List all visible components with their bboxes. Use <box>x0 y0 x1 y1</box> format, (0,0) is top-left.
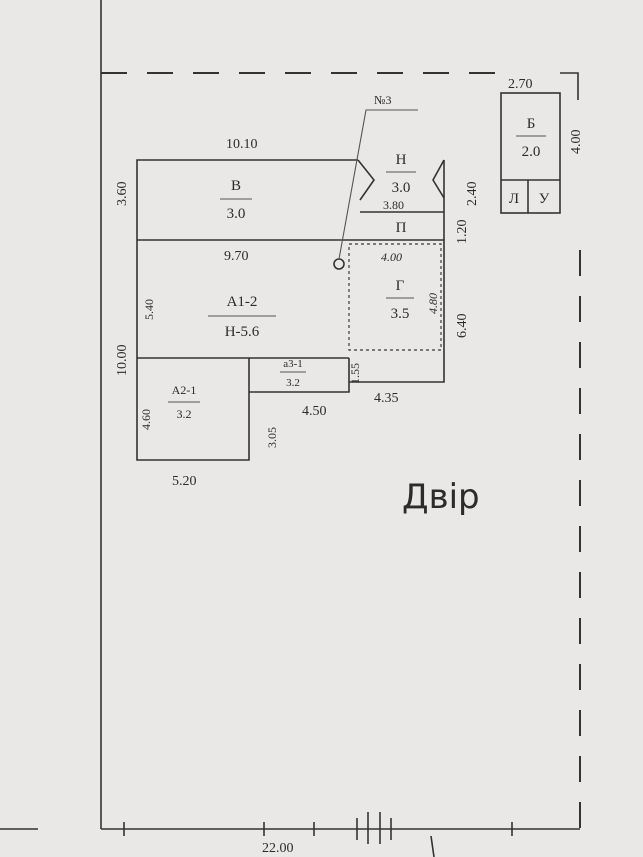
dim-b-width: 2.70 <box>508 77 533 92</box>
tick <box>430 835 435 857</box>
dim-b-height: 4.00 <box>569 130 584 155</box>
dim-a1-left: 10.00 <box>115 345 130 377</box>
building-n-value: 3.0 <box>392 180 411 196</box>
annex-a3-value: 3.2 <box>286 377 300 389</box>
building-n-letter: Н <box>396 152 407 168</box>
building-g-outline <box>348 243 442 351</box>
dim-a2-bottom: 5.20 <box>172 474 197 489</box>
dim-g-bottom: 4.35 <box>374 391 399 406</box>
yard-label: Двір <box>402 477 480 517</box>
building-v-value: 3.0 <box>227 206 246 222</box>
building-b-letter: Б <box>527 116 536 132</box>
building-a2: А2-1 3.2 4.60 5.20 <box>136 358 250 489</box>
building-v: В 3.0 10.10 3.60 <box>115 137 358 240</box>
lot-boundary: 22.00 <box>0 0 581 857</box>
building-a2-value: 3.2 <box>177 407 192 421</box>
building-n: Н 3.0 3.80 П 2.40 1.20 <box>357 152 480 245</box>
building-v-outline <box>136 159 358 240</box>
building-g: Г 3.5 4.00 4.80 6.40 4.35 <box>348 243 470 406</box>
building-u-letter: У <box>539 191 550 207</box>
dim-a1-top: 9.70 <box>224 249 249 264</box>
annex-a3-outline <box>249 358 350 393</box>
dim-g-inner-top: 4.00 <box>381 250 402 264</box>
building-b-value: 2.0 <box>522 144 541 160</box>
building-g-value: 3.5 <box>391 306 410 322</box>
dim-p-width: 3.80 <box>383 198 404 212</box>
well-leader-line <box>338 109 418 260</box>
building-b-outline <box>500 92 561 214</box>
dim-v-height: 3.60 <box>115 182 130 207</box>
dim-a2-left: 4.60 <box>139 409 153 430</box>
dim-g-inner-side: 4.80 <box>426 293 440 314</box>
dim-v-width: 10.10 <box>226 137 258 152</box>
lot-corner-line <box>560 72 579 100</box>
building-b: Б 2.0 Л У 2.70 4.00 <box>500 77 584 214</box>
building-l-letter: Л <box>509 191 519 207</box>
building-a2-letter: А2-1 <box>172 383 197 397</box>
dim-g-right: 6.40 <box>455 314 470 339</box>
well: №3 <box>333 93 418 270</box>
building-a1-letter: А1-2 <box>227 294 258 310</box>
building-v-letter: В <box>231 178 241 194</box>
dim-n-height: 2.40 <box>465 182 480 207</box>
canopy-right-chevron <box>432 159 445 199</box>
dim-a3-height: 3.05 <box>265 427 279 448</box>
well-symbol <box>333 258 345 270</box>
dim-155: 1.55 <box>348 363 362 384</box>
dim-lot-bottom: 22.00 <box>262 841 294 856</box>
canopy-left-chevron <box>357 159 375 201</box>
building-g-letter: Г <box>396 278 405 294</box>
annex-a3: а3-1 3.2 3.05 4.50 1.55 <box>249 358 362 448</box>
dim-p-height: 1.20 <box>455 220 470 245</box>
building-a1-value: Н-5.6 <box>225 324 260 340</box>
building-a1: А1-2 Н-5.6 9.70 5.40 10.00 <box>115 239 445 383</box>
well-label: №3 <box>374 93 391 107</box>
building-a1-outline <box>137 239 445 383</box>
porch-p-letter: П <box>396 220 407 236</box>
dim-a1-inner: 5.40 <box>142 299 156 320</box>
dim-a3-bottom: 4.50 <box>302 404 327 419</box>
annex-a3-letter: а3-1 <box>283 358 303 370</box>
building-a2-outline <box>136 358 250 461</box>
